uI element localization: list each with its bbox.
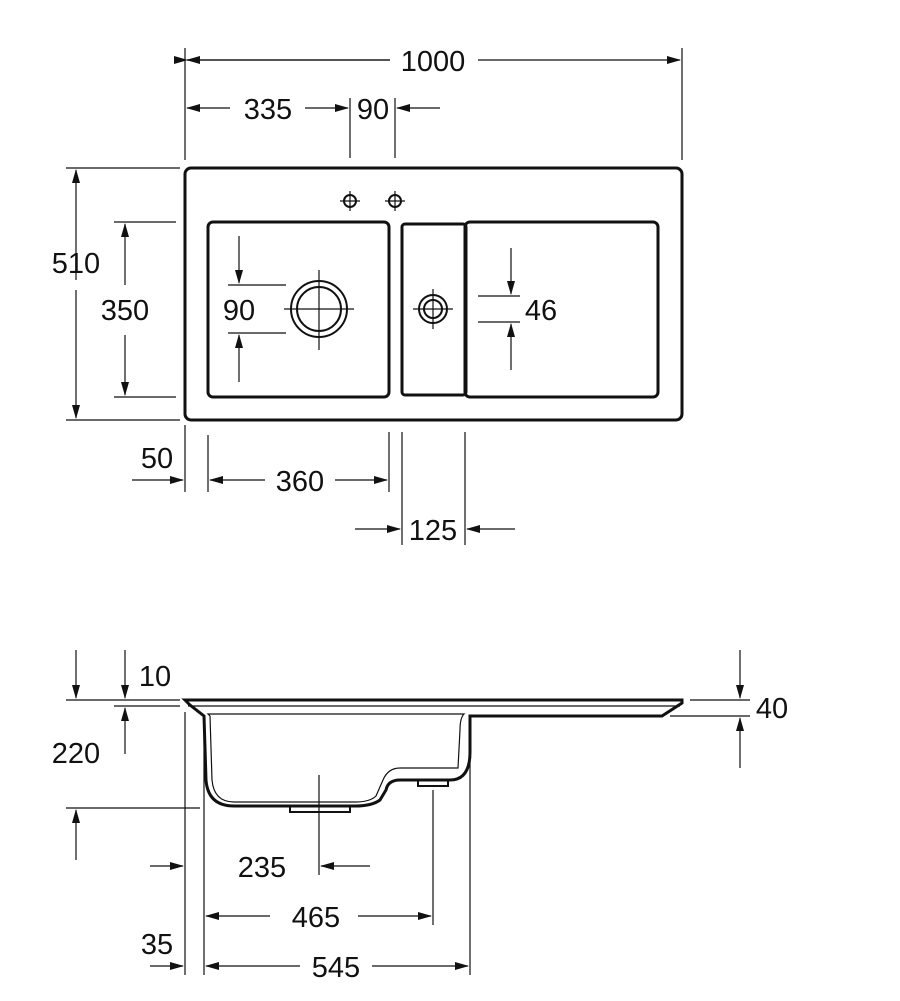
dim-overall-depth: 510 (52, 248, 100, 280)
dim-drain-small: 46 (525, 295, 557, 327)
dim-overall-side: 545 (312, 952, 360, 984)
dim-edge-top: 50 (141, 443, 173, 475)
sink-profile (181, 698, 684, 808)
dim-small-bowl-width: 125 (409, 515, 457, 547)
top-view: 1000 335 90 510 350 90 46 (52, 46, 684, 547)
dim-bowl-height: 220 (52, 738, 100, 770)
main-bowl (206, 220, 391, 399)
tap-hole-right (385, 191, 405, 211)
dim-drainboard-height: 40 (756, 693, 788, 725)
main-drain-outlet (289, 805, 351, 813)
dim-left-offset: 335 (244, 94, 292, 126)
dim-rim-thickness: 10 (139, 661, 171, 693)
main-drain (284, 270, 354, 350)
dim-overall-width: 1000 (401, 46, 466, 78)
dim-tap-spacing: 90 (357, 94, 389, 126)
dim-bowl-width: 360 (276, 466, 324, 498)
tap-hole-left (340, 191, 360, 211)
sink-outline (183, 166, 684, 422)
dim-bowl-depth: 350 (101, 295, 149, 327)
dim-drain-offset: 235 (238, 852, 286, 884)
dim-edge-side: 35 (141, 929, 173, 961)
small-drain (413, 289, 453, 329)
drainboard (463, 220, 660, 399)
side-view: 10 220 40 235 465 35 545 (52, 650, 788, 984)
dim-bowl-total-width: 465 (292, 902, 340, 934)
dim-drain-main: 90 (223, 295, 255, 327)
small-drain-outlet (417, 779, 449, 787)
